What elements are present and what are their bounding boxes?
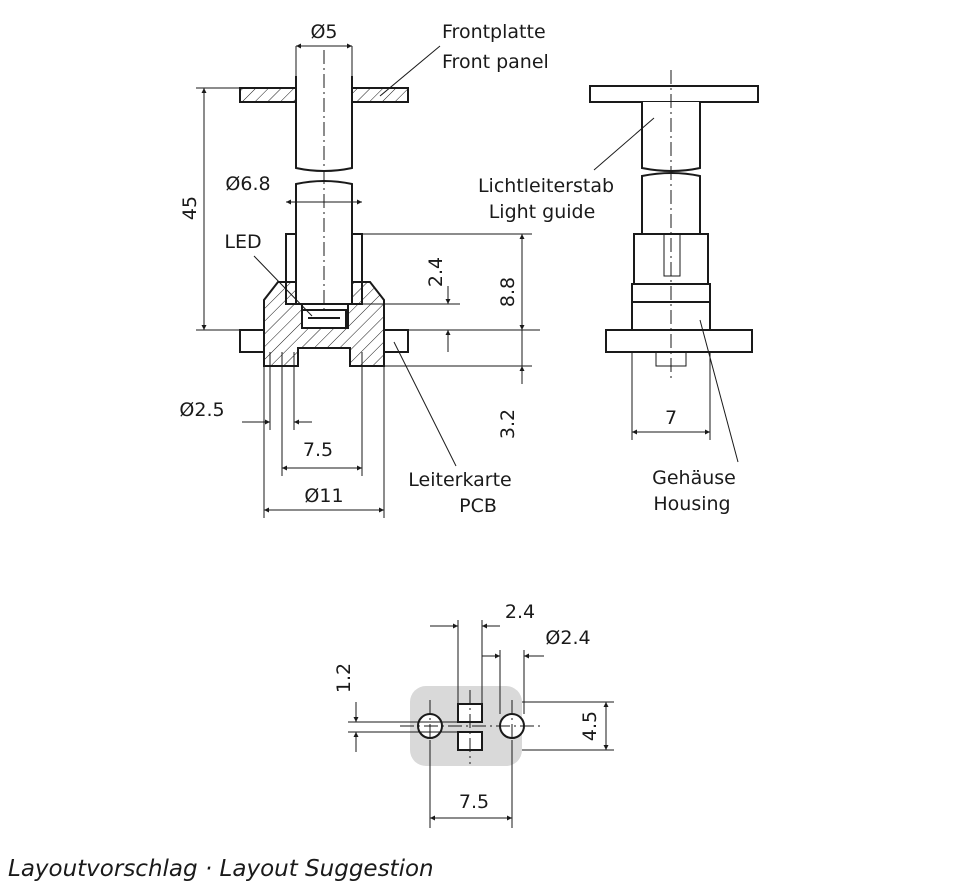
layout-caption: Layoutvorschlag · Layout Suggestion <box>8 856 434 882</box>
led-callout: LED <box>224 231 313 317</box>
dim-lightguide-diameter: Ø6.8 <box>225 173 362 205</box>
dim-pin-diameter-label: Ø2.5 <box>179 399 224 421</box>
dim-front-width: 7 <box>631 352 711 440</box>
layout-suggestion: 2.4 Ø2.4 1.2 4.5 7.5 <box>333 601 614 828</box>
light-guide-label-en: Light guide <box>489 201 596 223</box>
dim-pin-spacing: 7.5 <box>281 352 363 476</box>
front-panel-section <box>239 87 409 103</box>
dim-pin-spacing-label: 7.5 <box>303 439 333 461</box>
dim-pcb-thickness-label: 3.2 <box>497 409 519 439</box>
dim-pin-diameter: Ø2.5 <box>179 352 312 430</box>
dim-housing-height-label: 8.8 <box>497 277 519 307</box>
dim-front-width-label: 7 <box>665 407 677 429</box>
dim-hole-diameter: Ø2.4 <box>482 627 591 714</box>
dim-pad-width: 2.4 <box>430 601 535 704</box>
dim-hole-spacing: 7.5 <box>429 740 513 828</box>
housing-label-de: Gehäuse <box>652 467 736 489</box>
dim-hole-spacing-label: 7.5 <box>459 791 489 813</box>
dim-pad-width-label: 2.4 <box>505 601 535 623</box>
dim-layout-height: 4.5 <box>522 701 614 751</box>
light-guide-callout: Lichtleiterstab Light guide <box>478 117 655 223</box>
front-panel-outline <box>589 85 759 103</box>
pcb-outline <box>605 329 753 353</box>
front-panel-label-de: Frontplatte <box>442 21 546 43</box>
front-panel-callout: Frontplatte Front panel <box>379 21 549 97</box>
side-view: Ø5 45 Ø6.8 LED 2.4 8.8 <box>179 21 549 518</box>
pcb-callout: Leiterkarte PCB <box>393 341 512 517</box>
dim-housing-diameter: Ø11 <box>263 366 385 518</box>
dim-length: 45 <box>179 87 240 331</box>
dim-layout-height-label: 4.5 <box>579 711 601 741</box>
dim-pad-gap: 1.2 <box>333 663 458 752</box>
housing-label-en: Housing <box>653 493 730 515</box>
dim-pcb-thickness: 3.2 <box>384 330 532 439</box>
pcb-section <box>239 329 409 353</box>
dim-pad-gap-label: 1.2 <box>333 663 355 693</box>
dim-front-diameter: Ø5 <box>295 21 353 76</box>
dim-led-height: 2.4 <box>352 257 540 352</box>
dim-hole-diameter-label: Ø2.4 <box>545 627 590 649</box>
pcb-label-en: PCB <box>459 495 497 517</box>
dim-lightguide-diameter-label: Ø6.8 <box>225 173 270 195</box>
housing-callout: Gehäuse Housing <box>652 319 739 515</box>
led-label: LED <box>224 231 261 253</box>
dim-housing-diameter-label: Ø11 <box>304 485 343 507</box>
front-view: Lichtleiterstab Light guide 7 Gehäuse Ho… <box>478 70 759 515</box>
light-guide-label-de: Lichtleiterstab <box>478 175 614 197</box>
dim-led-height-label: 2.4 <box>425 257 447 287</box>
pcb-label-de: Leiterkarte <box>408 469 511 491</box>
dim-front-diameter-label: Ø5 <box>310 21 337 43</box>
dim-length-label: 45 <box>179 196 201 220</box>
light-guide-rod <box>295 50 353 330</box>
front-panel-label-en: Front panel <box>442 51 549 73</box>
dim-housing-height: 8.8 <box>362 233 532 330</box>
